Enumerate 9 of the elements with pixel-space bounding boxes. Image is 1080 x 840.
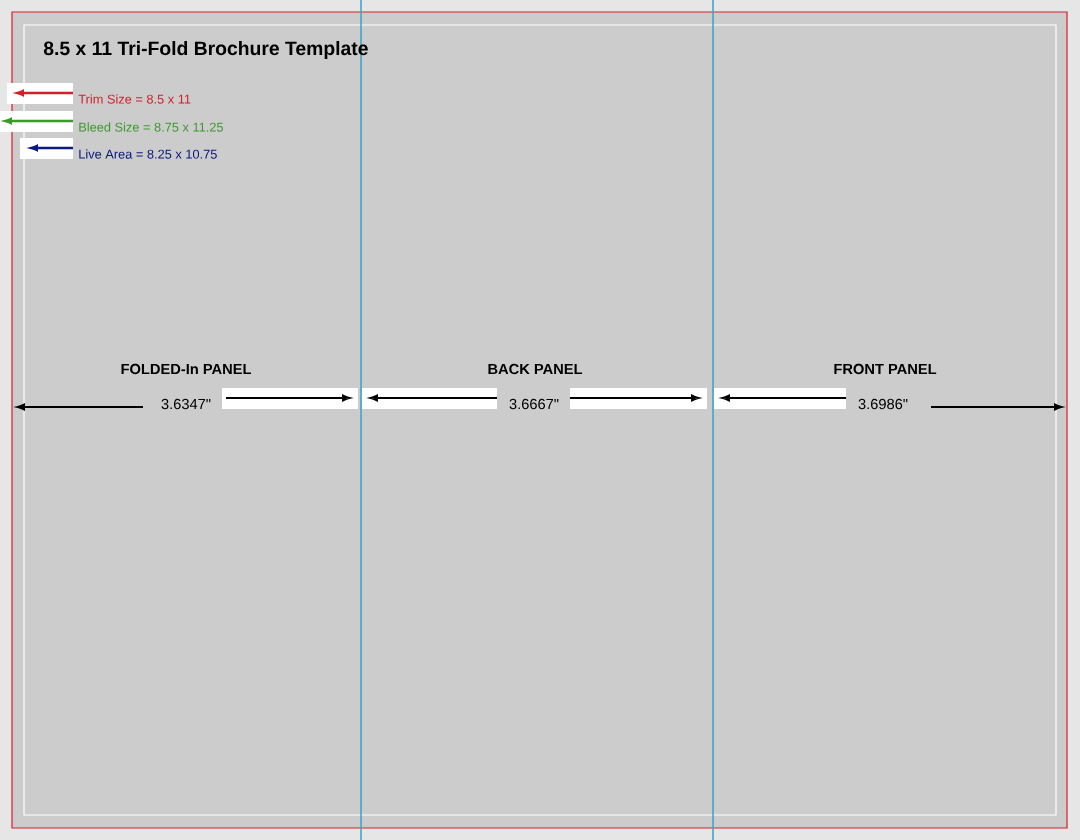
legend-text: Live Area = 8.25 x 10.75: [79, 149, 217, 159]
panel-heading: FOLDED-In PANEL: [121, 363, 251, 375]
dimension-text: 3.6986": [858, 398, 908, 410]
dimension-text: 3.6667": [509, 398, 559, 410]
panel-heading: BACK PANEL: [488, 363, 583, 375]
legend-text: Bleed Size = 8.75 x 11.25: [79, 122, 223, 132]
panel-heading: FRONT PANEL: [834, 363, 937, 375]
dimension-text: 3.6347": [161, 398, 211, 410]
legend-text: Trim Size = 8.5 x 11: [78, 94, 191, 104]
